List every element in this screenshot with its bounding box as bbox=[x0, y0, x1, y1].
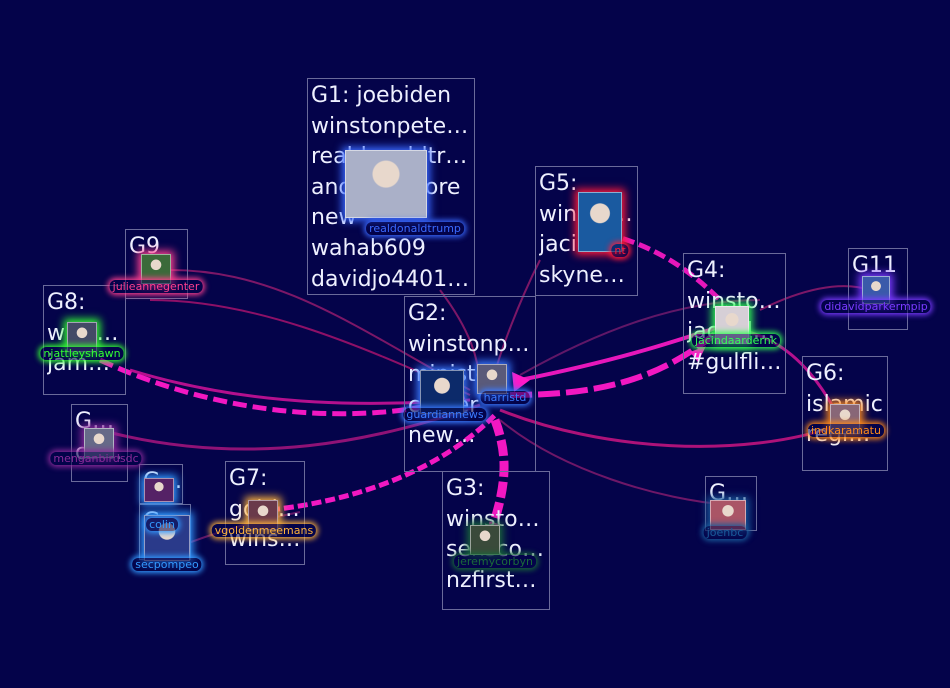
node-label: julieannegenter bbox=[110, 280, 203, 293]
group-title: G8: bbox=[47, 288, 123, 319]
node-label: harristd bbox=[481, 391, 530, 404]
group-label-line: winstonpete… bbox=[311, 112, 472, 143]
avatar bbox=[345, 150, 427, 218]
group-label-line: davidjo4401… bbox=[311, 265, 472, 295]
node-label: jacindaardernk bbox=[692, 334, 780, 347]
group-label-line: nzfirst… bbox=[446, 566, 547, 597]
group-label-line: skyne… bbox=[539, 261, 635, 292]
node-label: menganbirdsdc bbox=[50, 452, 141, 465]
node-label: didavidparkermpip bbox=[821, 300, 930, 313]
edge bbox=[500, 410, 840, 446]
group-title: G7: bbox=[229, 464, 302, 495]
group-label-line: winstonp… bbox=[408, 330, 533, 361]
avatar bbox=[470, 525, 500, 555]
node-label: joenbc bbox=[704, 526, 747, 539]
avatar bbox=[144, 478, 174, 502]
node-label: realdonaldtrump bbox=[366, 222, 464, 235]
group-title: G6: bbox=[806, 359, 885, 390]
group-title: G4: bbox=[687, 256, 783, 287]
avatar bbox=[578, 192, 622, 252]
node-label: colin bbox=[146, 518, 178, 531]
node-label: secpompeo bbox=[132, 558, 201, 571]
node-label: nt bbox=[611, 244, 628, 257]
group-label-line: #gulfliv… bbox=[687, 348, 783, 379]
node-label: guardiannews bbox=[403, 408, 486, 421]
group-label-line: wahab609 bbox=[311, 234, 472, 265]
node-label: jeremycorbyn bbox=[454, 555, 536, 568]
group-title: G3: bbox=[446, 474, 547, 505]
node-label: vgoldenmeemans bbox=[212, 524, 316, 537]
group-title: G1: joebiden bbox=[311, 81, 472, 112]
node-label: indkaramatu bbox=[808, 424, 884, 437]
group-title: G2: bbox=[408, 299, 533, 330]
node-label: njattleyshawn bbox=[40, 347, 123, 360]
group-label-line: new… bbox=[408, 421, 533, 452]
avatar bbox=[477, 364, 507, 394]
